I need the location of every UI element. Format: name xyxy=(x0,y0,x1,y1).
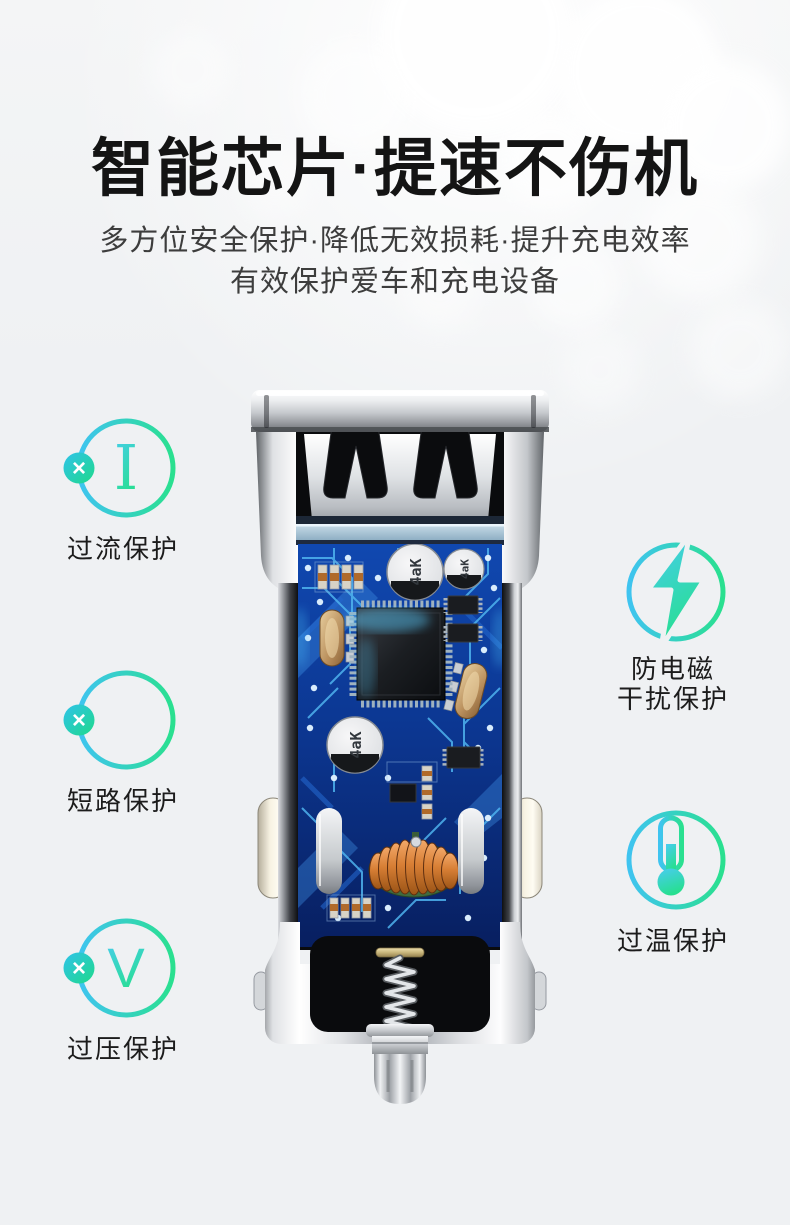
body-wall-left xyxy=(278,583,298,950)
lightning-icon xyxy=(626,532,726,651)
subtitle-line-1: 多方位安全保护·降低无效损耗·提升充电效率 xyxy=(99,225,691,257)
top-cap xyxy=(251,390,549,432)
feature-overvoltage: V × 过压保护 xyxy=(40,908,206,1064)
tip-contact-ball xyxy=(374,1054,426,1104)
feature-label: 防电磁 干扰保护 xyxy=(590,654,756,714)
overcurrent-icon: I × xyxy=(63,418,176,518)
lightning-bolt xyxy=(645,532,707,651)
thermometer-liquid xyxy=(666,844,676,872)
resistor-array-top xyxy=(314,561,364,593)
feature-short-circuit: × 短路保护 xyxy=(40,660,206,816)
overvoltage-icon: V × xyxy=(63,918,176,1018)
svg-text:4aK: 4aK xyxy=(407,558,425,585)
copper-coil xyxy=(368,832,460,898)
small-ic-chips xyxy=(442,595,484,769)
cross-badge-icon xyxy=(63,952,95,984)
feature-label: 过流保护 xyxy=(66,534,179,564)
capacitor-medium: 4aK xyxy=(443,548,485,590)
cross-badge-icon xyxy=(63,704,95,736)
svg-text:4aK: 4aK xyxy=(347,731,365,758)
feature-label: 过压保护 xyxy=(66,1034,179,1064)
feature-label-line-1: 防电磁 xyxy=(630,654,715,684)
car-charger-cutaway-image: 4aK 4aK 4aK xyxy=(251,390,549,1104)
icon-ring xyxy=(626,542,726,642)
inner-contact-bars xyxy=(316,808,484,894)
cross-badge-icon xyxy=(63,452,95,484)
charger-base xyxy=(253,922,547,1104)
thermometer-icon xyxy=(626,810,726,910)
capacitor-symbol xyxy=(78,686,172,754)
cross-badge-symbol: × xyxy=(72,955,86,982)
thermometer-bulb xyxy=(657,868,685,896)
thermometer-ticks xyxy=(685,823,705,856)
tip-flange xyxy=(366,1024,434,1037)
capacitor-lower: 4aK xyxy=(326,716,384,774)
body-wall-right xyxy=(502,583,522,950)
feature-overtemp: 过温保护 xyxy=(590,800,756,956)
feature-overcurrent: I × 过流保护 xyxy=(40,408,206,564)
feature-label: 过温保护 xyxy=(616,926,729,956)
capacitor-large: 4aK xyxy=(386,544,444,601)
current-symbol: I xyxy=(114,431,139,504)
cross-badge-symbol: × xyxy=(72,707,86,734)
small-components xyxy=(386,761,438,820)
page-subtitle: 多方位安全保护·降低无效损耗·提升充电效率 有效保护爱车和充电设备 xyxy=(0,221,790,303)
pcb-edge-strip xyxy=(296,516,504,545)
pcb-traces: 4aK 4aK 4aK xyxy=(298,544,502,929)
tip-collar xyxy=(372,1036,428,1054)
feature-label: 短路保护 xyxy=(66,786,179,816)
feature-label-line-2: 干扰保护 xyxy=(616,684,729,714)
svg-text:4aK: 4aK xyxy=(459,559,472,579)
resistor-array-bottom xyxy=(326,894,376,922)
page-title: 智能芯片·提速不伤机 xyxy=(91,134,699,204)
feature-anti-emi: 防电磁 干扰保护 xyxy=(590,532,756,714)
main-chip xyxy=(346,600,453,708)
short-circuit-icon: × xyxy=(63,670,176,770)
icon-ring xyxy=(626,810,726,910)
voltage-symbol: V xyxy=(107,936,145,999)
cross-badge-symbol: × xyxy=(72,455,86,482)
subtitle-line-2: 有效保护爱车和充电设备 xyxy=(229,266,560,298)
